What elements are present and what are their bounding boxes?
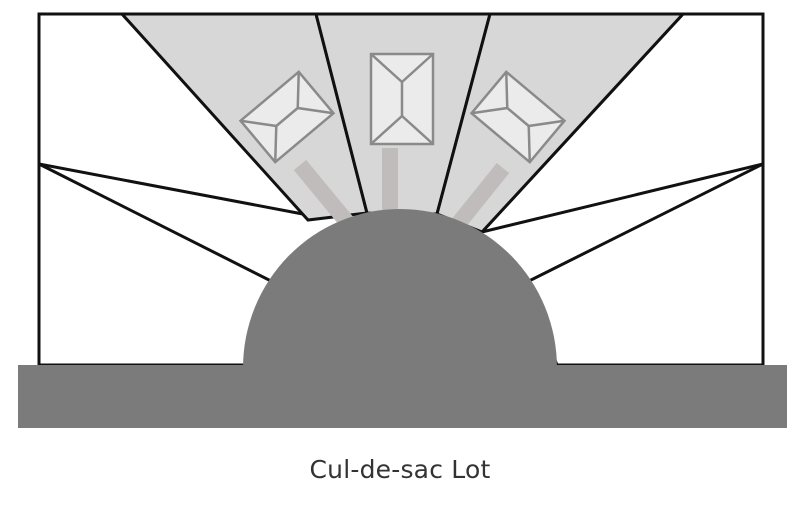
road (18, 208, 787, 428)
driveways (293, 148, 510, 230)
house-center (369, 52, 435, 146)
driveway-right (451, 162, 510, 230)
lots (37, 12, 765, 367)
house-left (238, 70, 336, 164)
driveway-left (293, 159, 354, 228)
houses (238, 52, 567, 164)
house-right (469, 70, 567, 164)
street (18, 365, 787, 428)
diagram-caption: Cul-de-sac Lot (309, 455, 491, 484)
cul-de-sac-bulb (243, 208, 557, 368)
